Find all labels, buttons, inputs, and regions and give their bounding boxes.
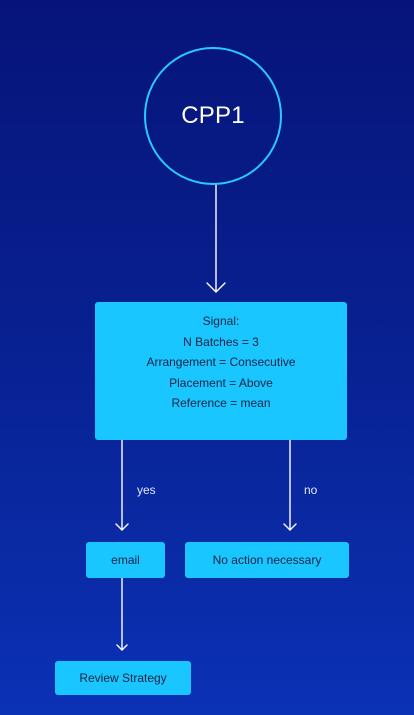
- yes-arrowhead: [115, 523, 129, 531]
- arrangement-rule: Arrangement = Consecutive: [146, 355, 296, 369]
- reference-rule: Reference = mean: [171, 396, 271, 410]
- cpp1-label: CPP1: [181, 102, 245, 129]
- email-action-label: email: [111, 553, 140, 567]
- review-arrowhead: [116, 644, 128, 651]
- no-branch-label: no: [304, 483, 318, 497]
- yes-branch-label: yes: [137, 483, 156, 497]
- n-batches-rule: N Batches = 3: [183, 334, 259, 349]
- email-action[interactable]: email: [86, 542, 165, 578]
- no-action-necessary[interactable]: No action necessary: [185, 542, 349, 578]
- no-action-label: No action necessary: [212, 553, 322, 567]
- cpp1-node[interactable]: CPP1: [144, 47, 282, 185]
- no-arrowhead: [283, 523, 297, 531]
- signal-title: Signal:: [202, 314, 240, 328]
- signal-condition-box[interactable]: Signal: N Batches = 3 Arrangement = Cons…: [95, 302, 347, 440]
- cpp1-to-signal-arrowhead: [206, 282, 226, 293]
- review-strategy-label: Review Strategy: [79, 671, 167, 685]
- placement-rule: Placement = Above: [169, 375, 273, 390]
- review-strategy-action[interactable]: Review Strategy: [55, 661, 191, 695]
